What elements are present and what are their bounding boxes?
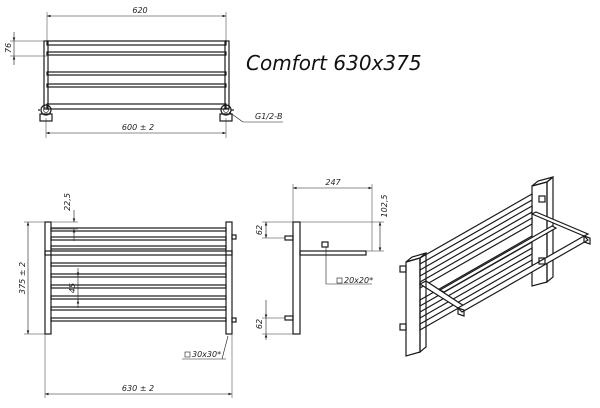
side-view: 247 102,5 62 62 20x20*: [255, 178, 389, 340]
front-rail: [50, 284, 227, 289]
thread-label: G1/2-B: [255, 112, 282, 121]
side-offset-label: 102,5: [380, 195, 389, 218]
front-rail: [50, 262, 227, 267]
front-pitch-label: 45: [68, 283, 77, 293]
square-profile-icon: [336, 277, 343, 284]
side-bracket-top-label: 62: [255, 225, 264, 235]
front-view: 22,5 375 ± 2 45 30x30* 630 ± 2: [18, 193, 237, 398]
side-bracket-top: [284, 235, 294, 241]
front-rail: [50, 306, 227, 311]
front-rail: [50, 245, 227, 250]
top-width-label: 620: [132, 6, 147, 15]
front-rail: [50, 236, 227, 241]
top-left-upright: [43, 40, 49, 110]
side-upright: [292, 221, 301, 335]
side-bracket-bottom: [284, 315, 294, 321]
front-height-label: 375 ± 2: [18, 262, 27, 294]
top-bar: [46, 83, 227, 88]
model-title: Comfort 630x375: [246, 51, 422, 75]
front-top-gap-label: 22,5: [63, 193, 72, 211]
top-bar-main: [46, 103, 227, 110]
front-rail: [50, 227, 227, 232]
right-fitting-icon: [219, 104, 234, 122]
isometric-view: [399, 175, 591, 357]
front-width-label: 630 ± 2: [122, 384, 154, 393]
front-rail: [50, 273, 227, 278]
top-bar: [46, 51, 227, 56]
top-bar: [46, 40, 227, 46]
front-profile-label: 30x30*: [192, 350, 221, 359]
side-bracket-bottom-label: 62: [255, 319, 264, 329]
front-right-upright: [225, 221, 233, 335]
top-height-label: 76: [4, 43, 13, 53]
front-left-upright: [44, 221, 52, 335]
side-bar-profile-label: 20x20*: [344, 276, 373, 285]
side-depth-label: 247: [325, 178, 341, 187]
top-right-upright: [224, 40, 230, 110]
square-profile-icon: [184, 351, 191, 358]
top-mount-label: 600 ± 2: [122, 123, 154, 132]
top-bar: [46, 71, 227, 76]
front-rail: [50, 295, 227, 300]
thread-leader-line: [228, 111, 244, 123]
side-shelf-bar: [299, 250, 367, 256]
front-rail: [50, 317, 227, 322]
top-view: 620 76 G1/2-B: [4, 6, 283, 138]
left-fitting-icon: [38, 104, 53, 122]
side-shelf-end: [321, 241, 329, 248]
front-shelf-bar: [44, 250, 233, 256]
